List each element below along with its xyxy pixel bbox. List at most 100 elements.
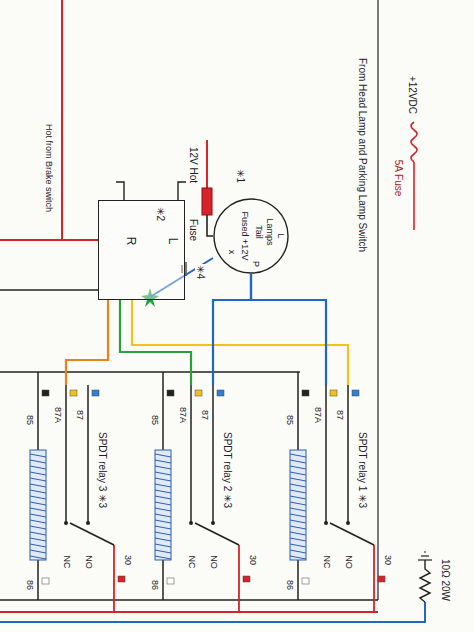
coil-winding: [290, 478, 306, 481]
pin-name: 85: [285, 414, 294, 426]
coil-winding: [290, 508, 306, 511]
relay-coil: [155, 450, 171, 560]
pin-name: NO: [344, 554, 353, 570]
pin-87-lead: [347, 385, 349, 523]
coil-winding: [290, 454, 306, 457]
pin-name: 30: [383, 554, 392, 566]
pin-name: NC: [187, 555, 196, 570]
fuse-symbol: [202, 188, 212, 215]
pin-86-lead: [162, 560, 164, 600]
coil-winding: [30, 478, 46, 481]
relay-symbol: [290, 372, 385, 612]
relay-coil: [290, 450, 306, 560]
pin-30-lead: [238, 545, 240, 612]
contact: [86, 521, 90, 525]
coil-winding: [155, 478, 171, 481]
switch-arm: [330, 523, 374, 545]
coil-winding: [30, 532, 46, 535]
node-text: P: [251, 261, 260, 267]
node-text: SPDT relay 2 ✳3: [222, 432, 232, 508]
pin-name: 87: [200, 409, 209, 421]
switch-arm: [70, 523, 114, 545]
coil-winding: [30, 526, 46, 529]
pin-87a-lead: [325, 385, 327, 523]
coil-winding: [155, 460, 171, 463]
pin-marker: [243, 576, 250, 582]
brake-wire: [61, 0, 63, 240]
coil-winding: [155, 490, 171, 493]
coil-winding: [30, 454, 46, 457]
coil-winding: [290, 502, 306, 505]
pin-86-lead: [297, 560, 299, 600]
pin-30-lead: [113, 545, 115, 612]
fused-wire: [413, 162, 415, 230]
coil-winding: [155, 484, 171, 487]
pin-85-lead: [37, 372, 39, 450]
node-text: SPDT relay 1 ✳3: [357, 432, 367, 508]
pin-87a-lead: [65, 385, 67, 523]
switch-lead: [178, 182, 186, 200]
coil-winding: [155, 466, 171, 469]
green-wire: [120, 300, 191, 385]
node-text: L: [167, 238, 179, 245]
coil-winding: [155, 454, 171, 457]
relay-symbol: [30, 372, 125, 612]
socket-circle: [214, 199, 288, 273]
wire-note: Fuse: [188, 218, 198, 242]
coil-winding: [30, 514, 46, 517]
coil-feed-wire: [0, 371, 300, 373]
orange-wire: [66, 300, 108, 385]
load-rail: [0, 602, 425, 622]
pin-name: NO: [84, 554, 93, 570]
ground-line: [421, 555, 429, 556]
coil-winding: [290, 472, 306, 475]
coil-winding: [155, 502, 171, 505]
ground-line: [418, 559, 432, 560]
pin-85-lead: [162, 372, 164, 450]
pin-marker: [330, 390, 337, 396]
pin-marker: [42, 390, 49, 396]
contact: [211, 521, 215, 525]
coil-winding: [290, 496, 306, 499]
pin-marker: [302, 578, 309, 584]
ground-rail: [0, 599, 378, 601]
pin-marker: [378, 576, 385, 582]
callout-number: ✳4: [195, 264, 205, 280]
coil-winding: [290, 484, 306, 487]
coil-winding: [30, 472, 46, 475]
coil-winding: [155, 526, 171, 529]
brake-wire: [0, 239, 98, 241]
coil-winding: [290, 544, 306, 547]
coil-winding: [30, 556, 46, 559]
coil-winding: [155, 532, 171, 535]
coil-winding: [155, 520, 171, 523]
pin-marker: [118, 576, 125, 582]
blue-wire: [251, 274, 326, 385]
pin-87-lead: [212, 385, 214, 523]
coil-winding: [155, 550, 171, 553]
coil-winding: [290, 526, 306, 529]
pin-87-lead: [87, 385, 89, 523]
pin-name: 30: [248, 554, 257, 566]
hot-wire: [206, 140, 208, 188]
coil-winding: [155, 544, 171, 547]
relay-drawings: [30, 372, 385, 612]
pin-name: NC: [62, 555, 71, 570]
brake-light-rail: [0, 611, 378, 613]
coil-winding: [290, 556, 306, 559]
coil-winding: [155, 508, 171, 511]
pin-marker: [92, 390, 99, 396]
wire-note: 12V Hot: [188, 146, 198, 184]
pin-name: NO: [209, 554, 218, 570]
pin-name: 87: [335, 409, 344, 421]
fused-wire: [207, 215, 213, 236]
callout-number: ✳2: [155, 206, 165, 222]
coil-winding: [30, 490, 46, 493]
wire-note: Hot from Brake switch: [44, 123, 53, 213]
coil-winding: [30, 496, 46, 499]
coil-winding: [30, 502, 46, 505]
pin-name: 87: [75, 409, 84, 421]
coil-winding: [30, 538, 46, 541]
